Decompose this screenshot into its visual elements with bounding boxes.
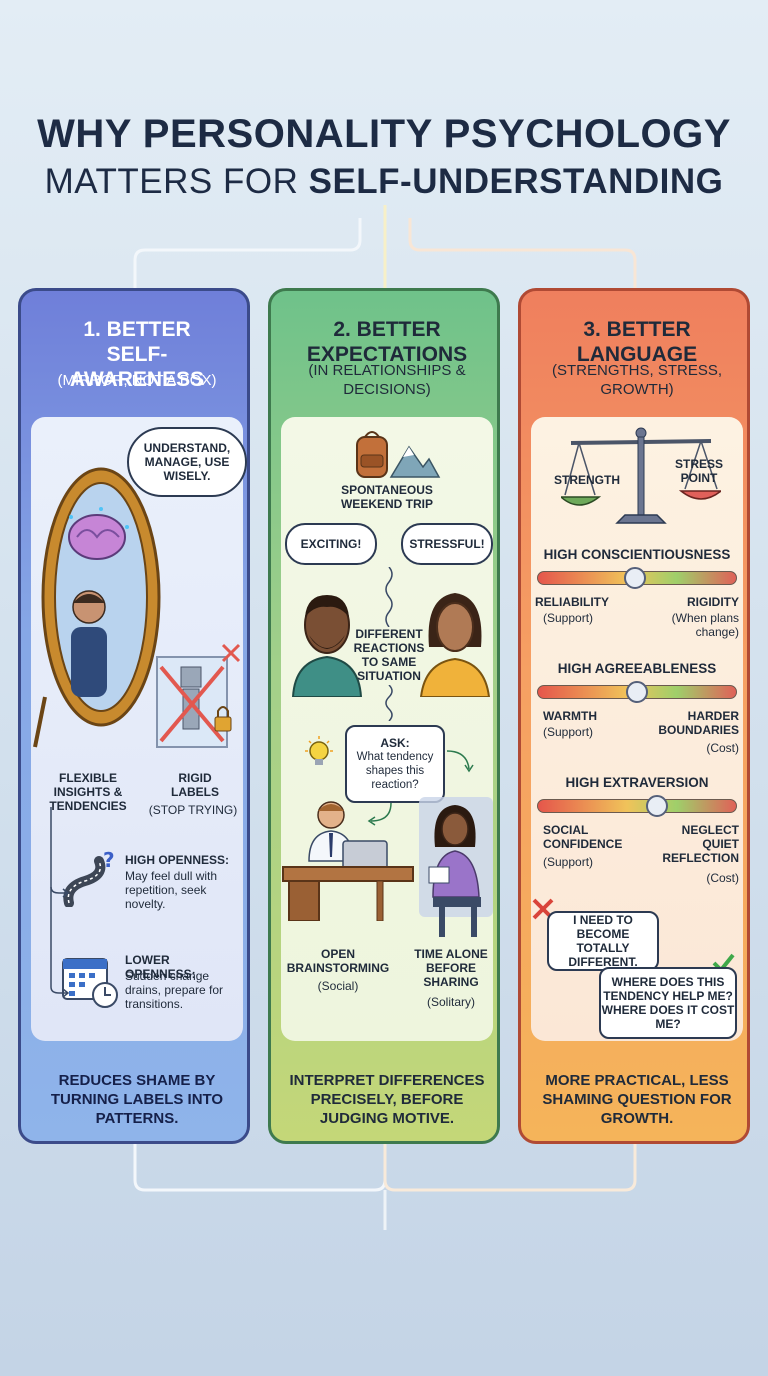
reactions-label: DIFFERENT REACTIONS TO SAME SITUATION xyxy=(353,627,425,683)
column-self-awareness: 1. BETTER SELF-AWARENESS (MIRROR, NOT A … xyxy=(18,288,250,1144)
trait-name: HIGH EXTRAVERSION xyxy=(565,775,709,790)
time-alone-label: TIME ALONE BEFORE SHARING xyxy=(414,947,488,989)
trait-slider-knob xyxy=(624,567,646,589)
open-brainstorming-label: OPEN BRAINSTORMING xyxy=(286,947,390,975)
column-subheading: (STRENGTHS, STRESS, GROWTH) xyxy=(551,362,723,398)
lower-openness-title: LOWER OPENNESS: xyxy=(125,953,196,981)
wavy-divider xyxy=(385,567,393,627)
winding-road-icon: ? xyxy=(63,848,115,907)
trait-name: HIGH CONSCIENTIOUSNESS xyxy=(543,547,731,562)
rigid-note: (STOP TRYING) xyxy=(148,803,238,817)
column-footer: INTERPRET DIFFERENCES PRECISELY, BEFORE … xyxy=(289,1072,485,1127)
rigid-box-icon xyxy=(156,643,241,748)
backpack-mountain-icon xyxy=(356,431,441,478)
page-title: WHY PERSONALITY PSYCHOLOGY xyxy=(37,112,731,156)
trait-right-note: (Cost) xyxy=(706,871,739,885)
trait-slider xyxy=(537,795,737,817)
calendar-clock-icon xyxy=(62,958,118,1008)
ask-arrows xyxy=(367,750,474,826)
column-language: 3. BETTER LANGUAGE (STRENGTHS, STRESS, G… xyxy=(518,288,750,1144)
bubble-better-question: WHERE DOES THIS TENDENCY HELP ME? WHERE … xyxy=(599,967,737,1039)
mirror-illustration xyxy=(33,467,161,748)
open-brainstorming-note: (Social) xyxy=(317,979,359,993)
trait-left-note: (Support) xyxy=(543,611,594,625)
trait-slider xyxy=(537,567,737,589)
trait-right-label: HARDER BOUNDARIES xyxy=(658,709,739,737)
column-heading: 1. BETTER SELF-AWARENESS xyxy=(69,318,205,391)
svg-text:?: ? xyxy=(103,848,115,872)
trip-label: SPONTANEOUS WEEKEND TRIP xyxy=(340,483,433,511)
trait-left-note: (Support) xyxy=(543,855,594,869)
trait-left-label: SOCIAL CONFIDENCE xyxy=(543,823,623,851)
column-panel: STRENGTH STRESS POINT HIGH CONSCIENTIOUS… xyxy=(531,417,743,1041)
bubble-wrong-question: I NEED TO BECOME TOTALLY DIFFERENT. xyxy=(547,911,659,971)
trait-slider-knob xyxy=(646,795,668,817)
column-heading: 2. BETTER EXPECTATIONS xyxy=(306,318,468,366)
column-panel: SPONTANEOUS WEEKEND TRIP EXCITING! STRES… xyxy=(281,417,493,1041)
lightbulb-icon xyxy=(305,736,333,765)
column-heading: 3. BETTER LANGUAGE xyxy=(576,318,698,366)
scale-left-label: STRENGTH xyxy=(554,473,620,487)
column-panel: UNDERSTAND, MANAGE, USE WISELY. FLEXIBLE… xyxy=(31,417,247,1041)
man-avatar xyxy=(291,595,363,697)
trait-right-note: (Cost) xyxy=(706,741,739,755)
time-alone-note: (Solitary) xyxy=(426,995,475,1009)
flexible-label: FLEXIBLE INSIGHTS & TENDENCIES xyxy=(49,771,127,813)
bubble-stressful: STRESSFUL! xyxy=(401,523,493,565)
column-subheading: (MIRROR, NOT A BOX) xyxy=(57,372,217,389)
trait-right-label: RIGIDITY xyxy=(686,595,739,609)
lower-openness-text: Sudden change drains, prepare for transi… xyxy=(125,969,224,1011)
high-openness-text: May feel dull with repetition, seek nove… xyxy=(125,869,218,911)
column-footer: MORE PRACTICAL, LESS SHAMING QUESTION FO… xyxy=(542,1072,732,1127)
scale-right-label: STRESS POINT xyxy=(674,457,723,485)
trait-slider-knob xyxy=(626,681,648,703)
trait-left-label: RELIABILITY xyxy=(535,595,609,609)
trait-left-label: WARMTH xyxy=(543,709,597,723)
trait-left-note: (Support) xyxy=(543,725,594,739)
trait-slider xyxy=(537,681,737,703)
column-expectations: 2. BETTER EXPECTATIONS (IN RELATIONSHIPS… xyxy=(268,288,500,1144)
office-desk-scene xyxy=(282,801,414,921)
wavy-divider xyxy=(385,685,393,721)
bubble-exciting: EXCITING! xyxy=(285,523,377,565)
thought-bubble: UNDERSTAND, MANAGE, USE WISELY. xyxy=(127,427,247,497)
woman-avatar xyxy=(419,593,491,697)
ask-bubble: ASK: What tendency shapes this reaction? xyxy=(345,725,445,803)
trait-name: HIGH AGREEABLENESS xyxy=(557,661,717,676)
trait-right-label: NEGLECT QUIET REFLECTION xyxy=(662,823,739,865)
woman-notepad-scene xyxy=(419,797,493,937)
balance-scale-icon xyxy=(561,427,721,524)
page-subtitle: MATTERS FOR SELF-UNDERSTANDING xyxy=(44,162,724,201)
trait-right-note: (When plans change) xyxy=(671,611,739,639)
column-footer: REDUCES SHAME BY TURNING LABELS INTO PAT… xyxy=(50,1072,224,1127)
column-subheading: (IN RELATIONSHIPS & DECISIONS) xyxy=(308,362,466,398)
branch-arrows xyxy=(50,807,70,997)
rigid-label: RIGID LABELS xyxy=(171,771,219,799)
high-openness-title: HIGH OPENNESS: xyxy=(125,853,230,867)
